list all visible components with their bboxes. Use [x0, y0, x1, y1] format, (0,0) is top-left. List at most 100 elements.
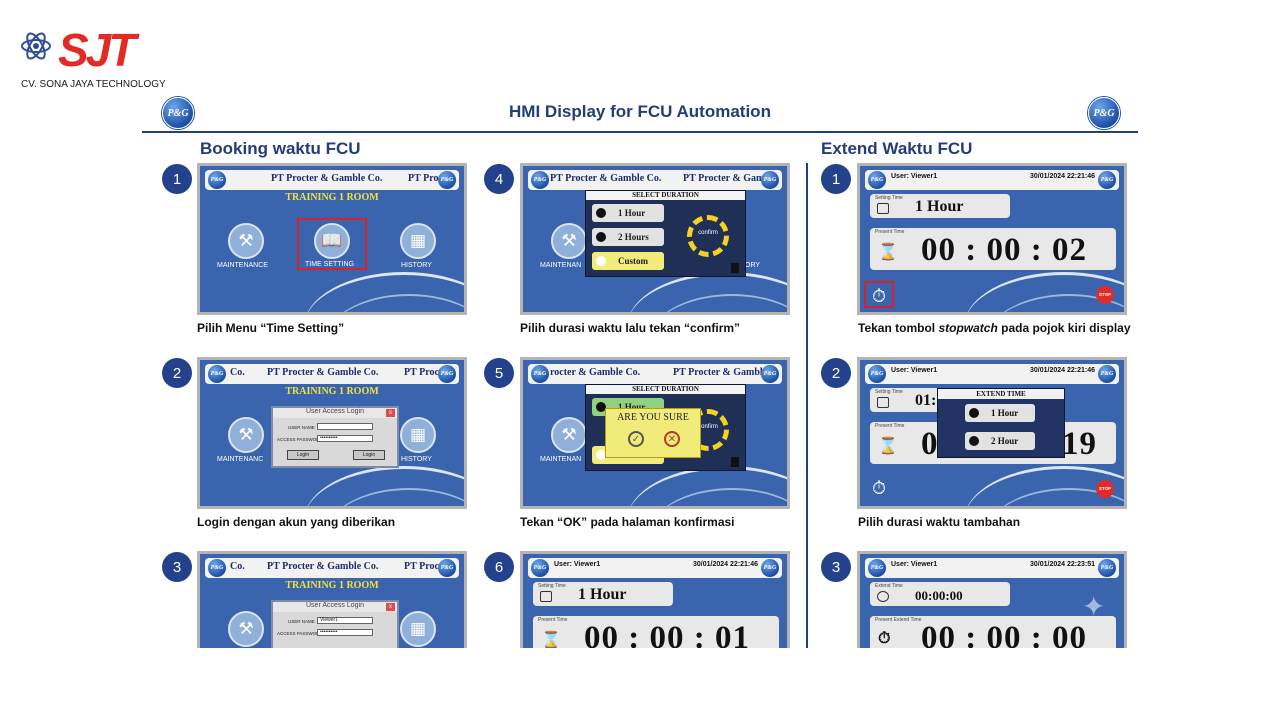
chart-icon: ▦ [400, 417, 436, 453]
step-number: 5 [484, 358, 514, 388]
menu-label-maintenance: MAINTENAN [540, 262, 582, 269]
caption-text: pada pojok kiri display [997, 321, 1131, 335]
present-extend-time-box: Present Extend Time ⏱ 00 : 00 : 00 [870, 616, 1116, 648]
present-time-box: Present Time ⌛ 00 : 00 : 01 [533, 616, 779, 648]
close-icon[interactable]: x [386, 603, 395, 611]
hmi-company-right: PT Procter & Gambl [673, 367, 763, 378]
username-input[interactable] [317, 423, 373, 430]
hmi-company: PT Procter & Gamble Co. [267, 367, 379, 378]
menu-label-history: ORY [745, 262, 761, 269]
brand-badge: P&G [531, 365, 549, 383]
password-input[interactable]: •••••••••• [317, 629, 373, 636]
password-input[interactable]: •••••••••• [317, 435, 373, 442]
calendar-clock-icon [877, 203, 889, 214]
clock-icon [596, 232, 606, 242]
hmi-screen-login: P&G Co. PT Procter & Gamble Co. PT Proc … [197, 357, 467, 509]
cancel-button[interactable]: ✕ [664, 431, 680, 447]
option-label: 1 Hour [618, 208, 646, 218]
brand-badge: P&G [1098, 365, 1116, 383]
datetime: 30/01/2024 22:21:46 [1030, 173, 1095, 180]
step-number: 2 [821, 358, 851, 388]
stop-button[interactable]: STOP [1096, 480, 1114, 498]
confirm-label: confirm [698, 424, 718, 430]
present-time-value-left: 0 [921, 426, 939, 462]
hmi-company: PT Procter & Gamble Co. [271, 173, 383, 184]
datetime: 30/01/2024 22:21:46 [693, 561, 758, 568]
duration-option-2h[interactable]: 2 Hours [592, 228, 664, 246]
menu-label-maintenance: MAINTENANC [217, 456, 264, 463]
exit-icon[interactable] [731, 457, 739, 467]
close-icon[interactable]: x [386, 409, 395, 417]
extend-option-2h[interactable]: 2 Hour [965, 432, 1035, 450]
setting-time-value: 01: [915, 392, 937, 409]
option-label: Custom [618, 256, 649, 266]
menu-label-history: HISTORY [401, 456, 432, 463]
clock-icon [969, 436, 979, 446]
confirm-button[interactable] [687, 215, 729, 257]
hmi-screen-timer: P&G User: Viewer1 30/01/2024 22:21:46 P&… [520, 551, 790, 648]
menu-label-time-setting[interactable]: TIME SETTING [305, 261, 354, 268]
hmi-header: P&G User: Viewer1 30/01/2024 22:21:46 P&… [865, 364, 1119, 384]
brand-badge: P&G [761, 365, 779, 383]
exit-icon[interactable] [731, 263, 739, 273]
caption-text: Tekan tombol [858, 321, 939, 335]
login-button[interactable]: Login [353, 450, 385, 460]
clock-icon [596, 208, 606, 218]
step-number: 1 [821, 164, 851, 194]
screen-decoration [964, 466, 1124, 506]
stopwatch-icon[interactable]: ⏱ [871, 478, 887, 498]
extend-option-1h[interactable]: 1 Hour [965, 404, 1035, 422]
wrench-icon: ⚒ [551, 417, 587, 453]
hmi-screen-confirm: P&G rocter & Gamble Co. PT Procter & Gam… [520, 357, 790, 509]
username-input[interactable]: Viewer1 [317, 617, 373, 624]
user-label: User: Viewer1 [891, 367, 938, 374]
setting-time-box: Setting Time 1 Hour [533, 582, 673, 606]
section-title-booking: Booking waktu FCU [200, 139, 361, 158]
sparkle-icon: ✦ [1082, 591, 1106, 622]
wrench-icon[interactable]: ⚒ [228, 223, 264, 259]
extend-time-value: 00:00:00 [915, 588, 963, 603]
extend-time-title: EXTEND TIME [938, 389, 1064, 399]
login-button[interactable]: Login [287, 450, 319, 460]
duration-option-1h[interactable]: 1 Hour [592, 204, 664, 222]
hmi-header: P&G User: Viewer1 30/01/2024 22:23:51 P&… [865, 558, 1119, 578]
confirm-label: confirm [698, 230, 718, 236]
hourglass-icon: ⌛ [878, 244, 898, 261]
step-number: 2 [162, 358, 192, 388]
brand-badge: P&G [761, 559, 779, 577]
extend-time-box: Extend Time 00:00:00 [870, 582, 1010, 606]
brand-badge: P&G [1098, 559, 1116, 577]
brand-badge: P&G [761, 171, 779, 189]
refresh-clock-icon [877, 591, 889, 602]
wrench-icon: ⚒ [228, 611, 264, 647]
present-time-value: 00 : 00 : 01 [584, 620, 750, 648]
present-time-label: Present Time [875, 423, 905, 429]
brand-badge: P&G [868, 559, 886, 577]
present-time-value: 00 : 00 : 02 [921, 232, 1087, 268]
brand-badge: P&G [208, 559, 226, 577]
stopwatch-icon[interactable]: ⏱ [864, 281, 894, 308]
extend-time-label: Extend Time [875, 583, 903, 589]
present-time-value-right: 19 [1062, 426, 1097, 462]
caption-emphasis: stopwatch [938, 321, 998, 335]
hmi-header: P&G Co. PT Procter & Gamble Co. PT Proc … [205, 558, 459, 578]
setting-time-label: Setting Time [875, 389, 903, 395]
step-number: 6 [484, 552, 514, 582]
brand-badge-left: P&G [162, 97, 194, 129]
ok-button[interactable]: ✓ [628, 431, 644, 447]
hmi-header: P&G User: Viewer1 30/01/2024 22:21:46 P&… [865, 170, 1119, 190]
section-title-extend: Extend Waktu FCU [821, 139, 973, 158]
chart-icon[interactable]: ▦ [400, 223, 436, 259]
setting-time-label: Setting Time [875, 195, 903, 201]
stop-button[interactable]: STOP [1096, 286, 1114, 304]
user-label: User: Viewer1 [554, 561, 601, 568]
clock-icon [596, 402, 606, 412]
setting-time-label: Setting Time [538, 583, 566, 589]
hmi-company-right: PT Proc [404, 367, 439, 378]
company-name: CV. SONA JAYA TECHNOLOGY [21, 79, 166, 90]
book-icon[interactable]: 📖 [314, 223, 350, 259]
brand-badge-right: P&G [1088, 97, 1120, 129]
hmi-header: P&G Co. PT Procter & Gamble Co. PT Proc … [205, 364, 459, 384]
duration-option-custom[interactable]: Custom [592, 252, 664, 270]
hmi-screen-login-filled: P&G Co. PT Procter & Gamble Co. PT Proc … [197, 551, 467, 648]
